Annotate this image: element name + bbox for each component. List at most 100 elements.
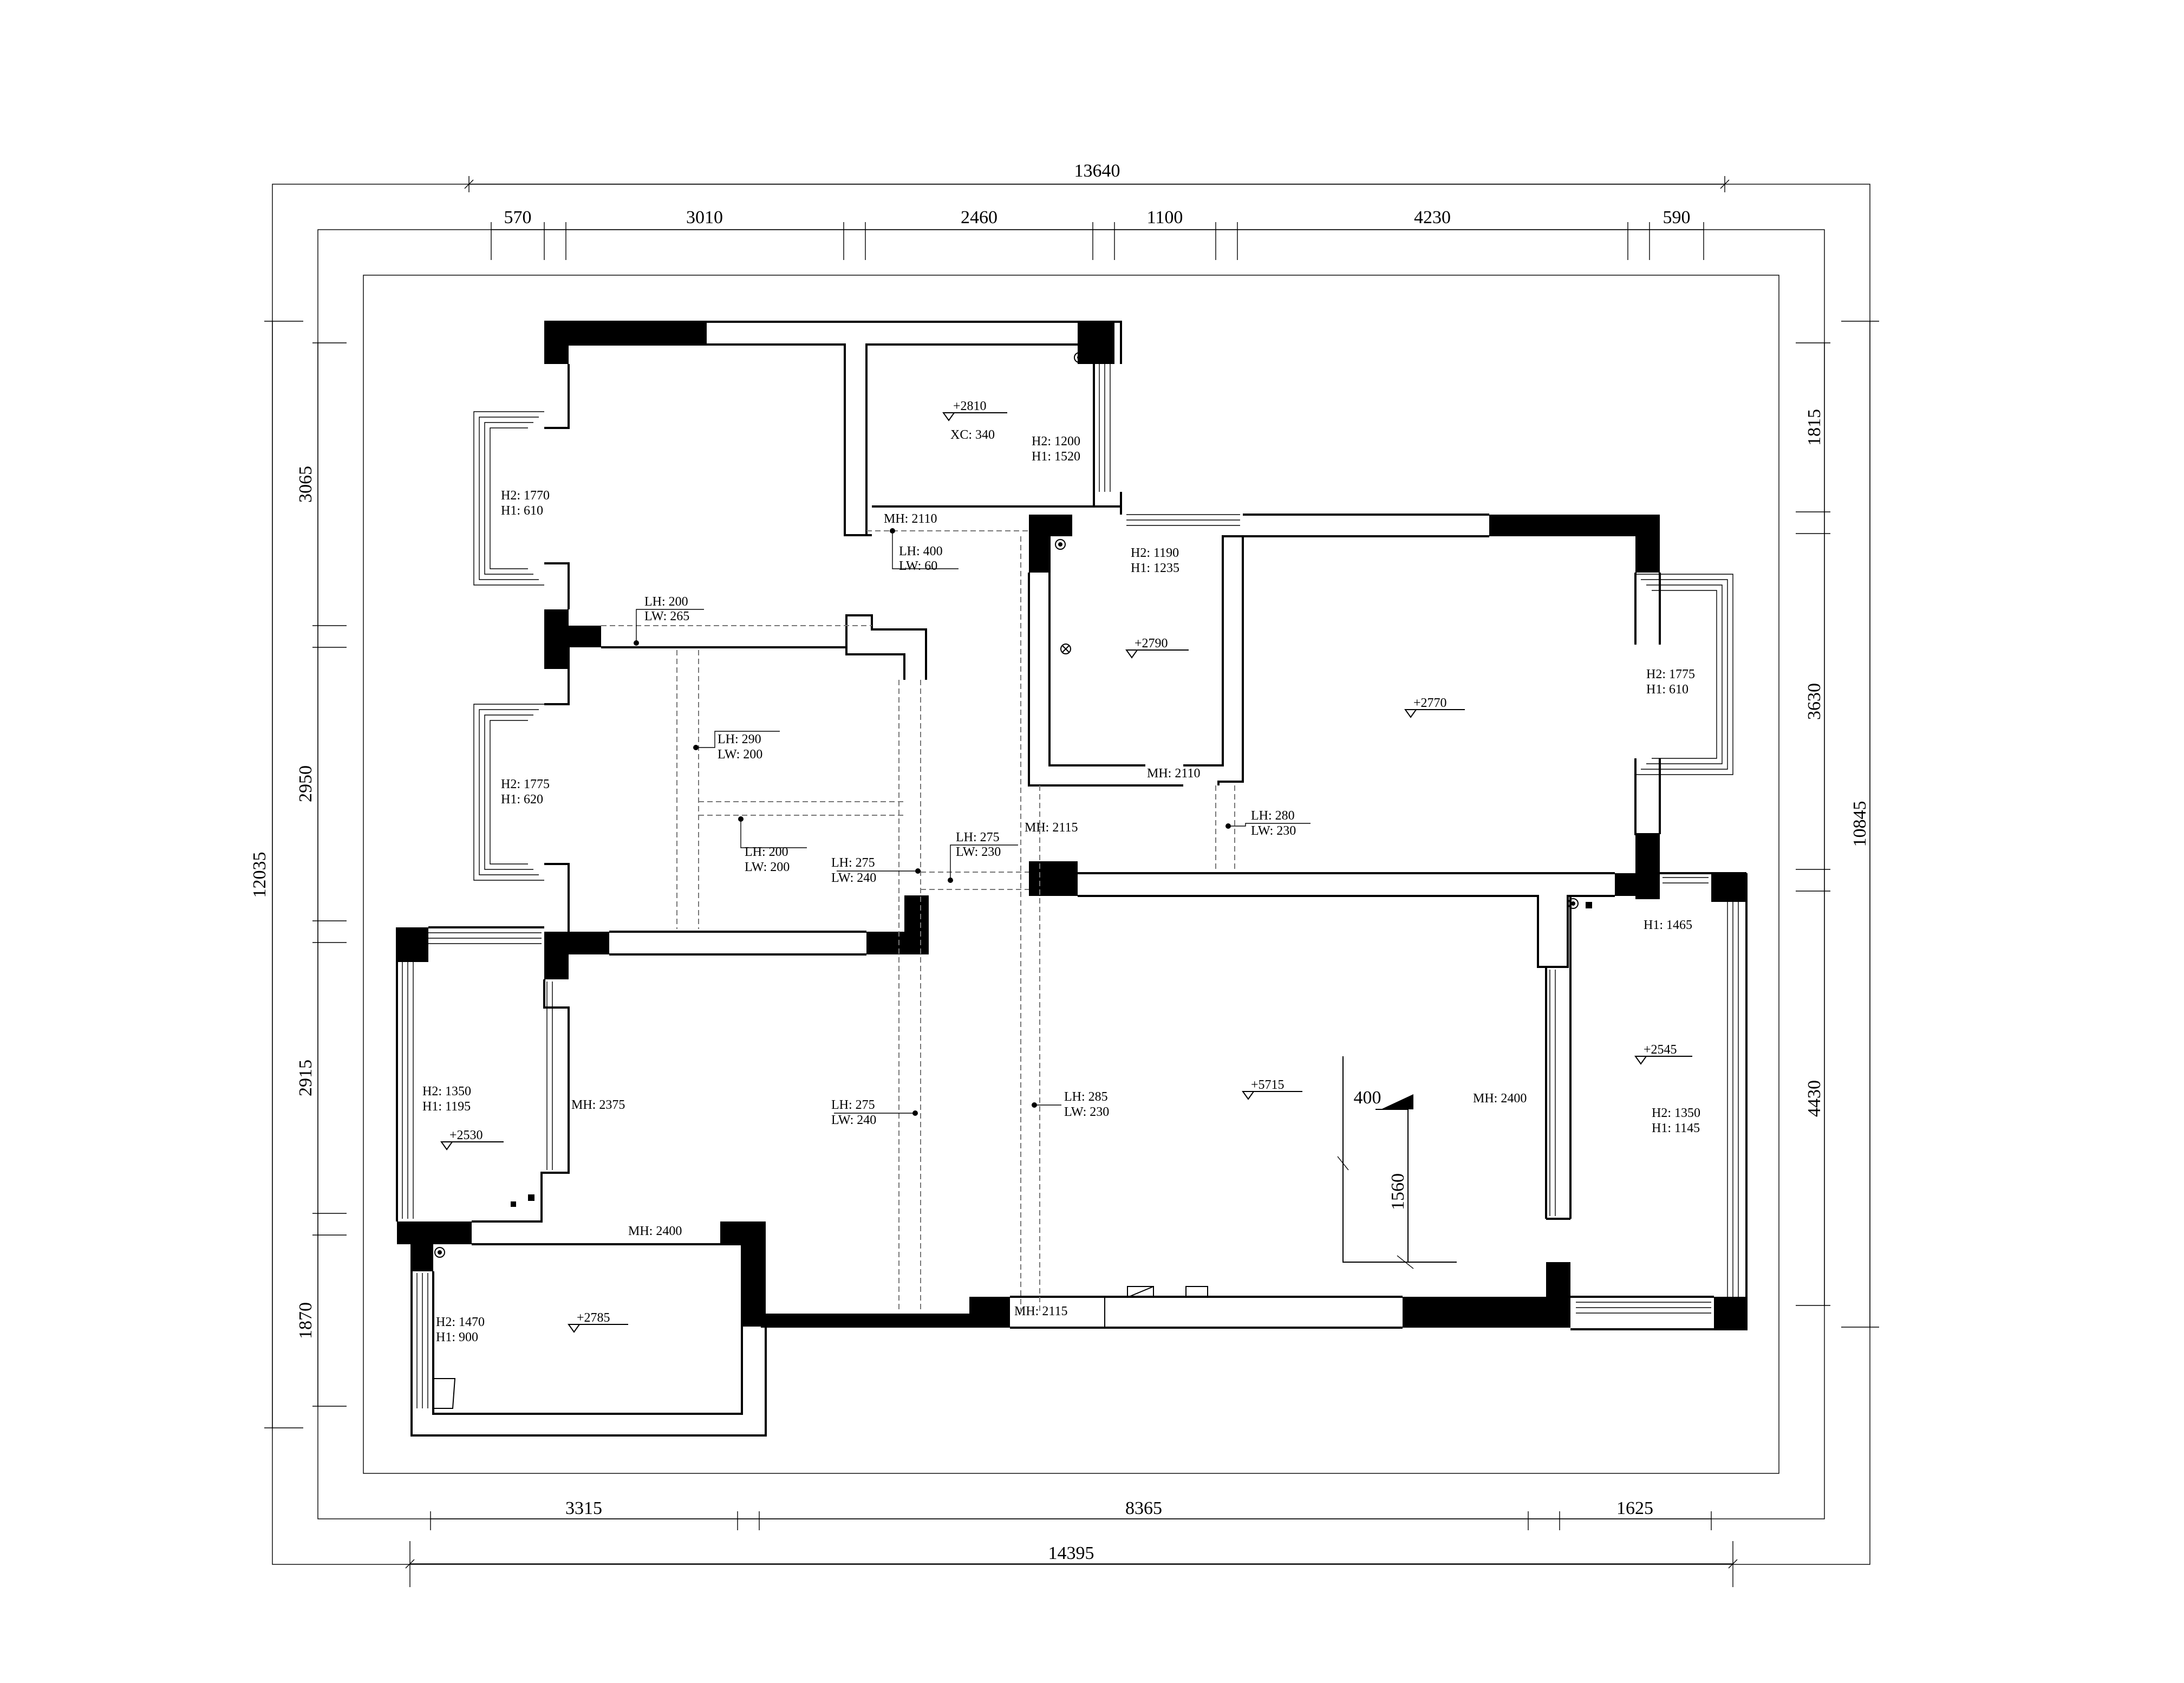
dim-left-seg-4: 1870 [296, 1302, 316, 1339]
svg-text:LH: 275: LH: 275 [956, 830, 1000, 844]
left-dimensions: 12035 3065 2950 2915 1870 [250, 321, 347, 1428]
window-kitchen-h1: H1: 900 [436, 1330, 478, 1344]
dim-top-seg-4: 1100 [1147, 207, 1183, 228]
svg-text:LH: 275: LH: 275 [831, 856, 875, 870]
dim-left-seg-3: 2915 [296, 1060, 316, 1096]
dim-left-seg-2: 2950 [296, 765, 316, 802]
study-xc-label: XC: 340 [950, 428, 995, 442]
dim-right-seg-1: 1815 [1804, 409, 1824, 446]
detail-height: 1560 [1388, 1173, 1408, 1210]
window-bed2-h2: H2: 1775 [501, 777, 550, 791]
window-bedroom-right-h2: H2: 1775 [1646, 667, 1695, 681]
beam-tag-lh280-lw230: LH: 280 LW: 230 [1225, 809, 1311, 838]
svg-text:LH: 285: LH: 285 [1064, 1090, 1108, 1104]
beam-tag-lh200-lw200: LH: 200 LW: 200 [738, 816, 807, 874]
svg-text:LH: 280: LH: 280 [1251, 809, 1295, 823]
svg-text:LW: 240: LW: 240 [831, 871, 876, 885]
svg-text:LH: 200: LH: 200 [745, 845, 788, 859]
window-balcony-right-h1: H1: 1465 [1644, 918, 1692, 932]
beam-lines [601, 530, 1235, 1311]
elevation-marker-kitchen: +2785 [568, 1311, 628, 1333]
window-bedroom-right-h1: H1: 610 [1646, 683, 1688, 697]
svg-text:LW: 240: LW: 240 [831, 1113, 876, 1127]
svg-text:LH: 400: LH: 400 [899, 544, 943, 558]
elevation-marker-study: +2810 [942, 399, 1007, 421]
svg-text:LW: 265: LW: 265 [644, 609, 689, 623]
window-bed1-h2: H2: 1770 [501, 489, 550, 503]
svg-text:LW: 230: LW: 230 [1064, 1105, 1109, 1119]
window-bath-h1: H1: 1235 [1131, 561, 1179, 575]
dim-top-seg-3: 2460 [961, 207, 998, 228]
beam-tag-lh275-lw230: LH: 275 LW: 230 [948, 830, 1018, 883]
dim-bottom-total: 14395 [1048, 1543, 1094, 1563]
dim-bottom-seg-3: 1625 [1616, 1498, 1653, 1518]
detail-width: 400 [1354, 1088, 1381, 1108]
svg-text:+2530: +2530 [449, 1128, 483, 1142]
dim-top-seg-2: 3010 [686, 207, 723, 228]
window-balcony-left-h2: H2: 1350 [422, 1084, 471, 1099]
door-mh-corridor: MH: 2115 [1025, 821, 1078, 835]
svg-text:LH: 290: LH: 290 [718, 732, 761, 746]
door-mh-study: MH: 2110 [884, 512, 937, 526]
beam-tag-lh275-lw240-lower: LH: 275 LW: 240 [831, 1098, 918, 1127]
dim-top-seg-6: 590 [1663, 207, 1691, 228]
elevation-marker-balcony-right: +2545 [1634, 1043, 1692, 1065]
door-mh-entrance: MH: 2115 [1014, 1304, 1067, 1318]
dim-top-seg-5: 4230 [1414, 207, 1451, 228]
elevation-marker-balcony-left: +2530 [440, 1128, 504, 1151]
dim-bottom-seg-1: 3315 [565, 1498, 602, 1518]
svg-text:LW: 200: LW: 200 [745, 860, 790, 874]
svg-text:+2790: +2790 [1135, 636, 1168, 651]
window-balcony-right-h2b: H2: 1350 [1652, 1106, 1700, 1120]
beam-tag-lh400: LH: 400 LW: 60 [890, 528, 959, 573]
beam-tag-lh285-lw230: LH: 285 LW: 230 [1032, 1090, 1109, 1119]
elevation-marker-bath: +2790 [1125, 636, 1189, 659]
top-dimensions: 13640 570 3010 2460 1100 4230 590 [464, 161, 1730, 260]
elevation-marker-living: +5715 [1242, 1078, 1302, 1100]
door-mh-2375: MH: 2375 [571, 1098, 625, 1112]
bottom-dimensions: 3315 8365 1625 14395 [405, 1498, 1738, 1587]
annotations: XC: 340 H2: 1770 H1: 610 H2: 1775 H1: 62… [422, 428, 1700, 1344]
wall-outlines [396, 321, 1748, 1437]
svg-text:LW: 230: LW: 230 [1251, 824, 1296, 838]
window-balcony-left-h1: H1: 1195 [422, 1100, 471, 1114]
door-mh-living: MH: 2400 [1473, 1091, 1527, 1106]
beam-tag-lh275-lw240-upper: LH: 275 LW: 240 [831, 856, 921, 885]
elevation-markers: +2810 +2790 +2770 +5715 +2545 +2530 [440, 399, 1692, 1333]
dim-top-total: 13640 [1074, 161, 1120, 181]
dim-right-seg-3: 4430 [1804, 1080, 1824, 1117]
svg-text:LH: 200: LH: 200 [644, 595, 688, 609]
svg-text:+5715: +5715 [1251, 1078, 1285, 1092]
svg-text:LW: 60: LW: 60 [899, 559, 937, 573]
right-dimensions: 10845 1815 3630 4430 [1796, 321, 1879, 1328]
structural-columns [397, 322, 1746, 1329]
dim-left-total: 12035 [250, 852, 270, 898]
svg-text:+2785: +2785 [577, 1311, 610, 1325]
bay-windows [402, 364, 1739, 1408]
svg-text:+2810: +2810 [953, 399, 987, 413]
dim-top-seg-1: 570 [504, 207, 532, 228]
fixtures [433, 352, 1592, 1409]
door-mh-bath: MH: 2110 [1147, 766, 1200, 781]
window-kitchen-h2: H2: 1470 [436, 1315, 485, 1329]
beam-tag-lh290: LH: 290 LW: 200 [693, 731, 780, 762]
svg-text:+2545: +2545 [1644, 1043, 1677, 1057]
dim-right-total: 10845 [1850, 801, 1870, 847]
elevation-marker-bedroom-right: +2770 [1404, 696, 1465, 718]
dim-right-seg-2: 3630 [1804, 683, 1824, 720]
window-bath-h2: H2: 1190 [1131, 546, 1179, 560]
window-study-h2: H2: 1200 [1032, 434, 1080, 449]
svg-text:LW: 230: LW: 230 [956, 845, 1001, 859]
dim-left-seg-1: 3065 [296, 466, 316, 503]
svg-text:LW: 200: LW: 200 [718, 748, 762, 762]
window-bed1-h1: H1: 610 [501, 504, 543, 518]
window-balcony-right-h1b: H1: 1145 [1652, 1121, 1700, 1135]
svg-text:+2770: +2770 [1413, 696, 1447, 710]
beam-tag-lh200-lw265: LH: 200 LW: 265 [634, 595, 704, 646]
door-mh-kitchen: MH: 2400 [628, 1224, 682, 1238]
dim-bottom-seg-2: 8365 [1125, 1498, 1162, 1518]
detail-dimension: 400 1560 [1337, 1056, 1457, 1269]
window-study-h1: H1: 1520 [1032, 450, 1080, 464]
window-bed2-h1: H1: 620 [501, 792, 543, 807]
